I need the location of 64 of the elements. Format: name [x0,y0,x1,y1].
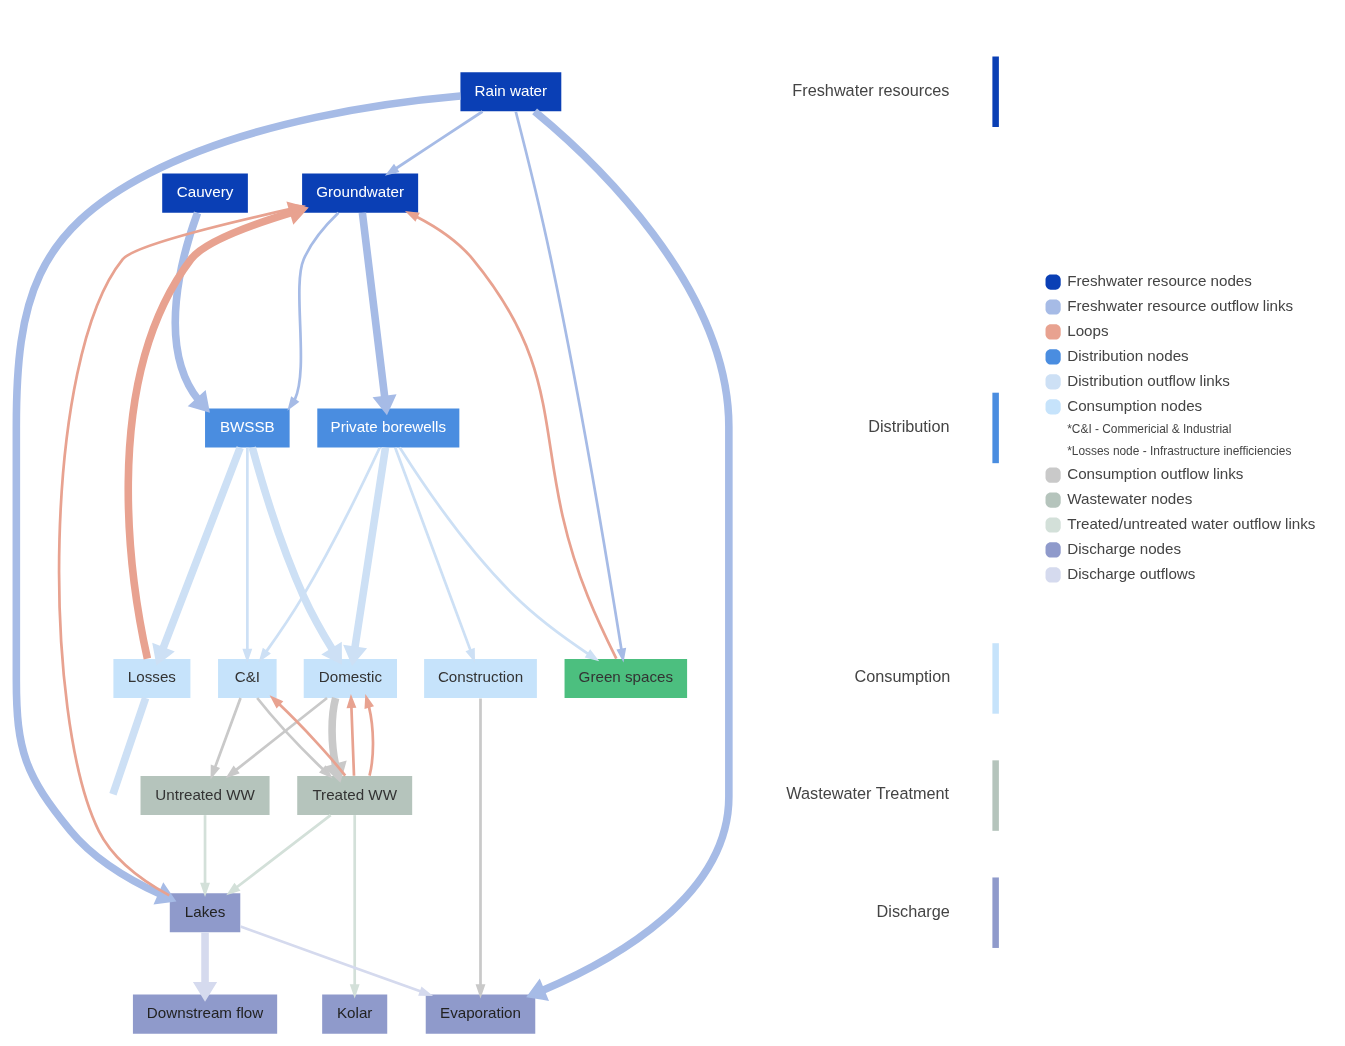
node-box: Rain water [459,72,561,112]
node-box: Kolar [321,994,387,1034]
legend-label: Consumption outflow links [1066,465,1243,483]
node-box: BWSSB [204,408,290,448]
arrow [255,697,333,779]
legend-label: Loops [1066,321,1109,339]
arrow [475,698,485,999]
node-box: C&I [217,658,277,698]
connector [108,696,149,796]
arrow [346,693,356,776]
legend-label: Discharge outflows [1066,564,1195,582]
node-box: Construction [423,658,537,698]
legend-label: Distribution nodes [1066,346,1189,364]
arrow [171,211,210,413]
arrow [398,446,599,662]
arrow [342,447,389,666]
arrow [151,446,244,666]
label: Consumption [854,667,950,686]
legend-label: Consumption nodes [1066,396,1202,414]
arrow [525,108,733,1001]
arrow [514,111,626,663]
node-box: Domestic [303,658,397,698]
arrow [393,447,475,663]
arrow [225,814,331,896]
legend-label: Discharge nodes [1066,539,1181,557]
arrow [241,447,252,663]
node-box: Untreated WW [140,776,270,816]
node-box: Losses [112,658,190,698]
arrow [210,697,242,780]
legend-label: Freshwater resource nodes [1066,272,1252,290]
arrow [239,925,433,996]
label: *Losses node - Infrastructure inefficiencies [1066,443,1291,458]
arrow [124,201,309,660]
legend-label: Wastewater nodes [1066,490,1192,508]
legend-label: Distribution outflow links [1066,371,1230,389]
arrow [199,815,210,897]
node-box: Groundwater [301,173,418,213]
node-box: Evaporation [425,994,535,1034]
arrow [384,110,483,176]
arrow [269,695,346,777]
label: Discharge [876,901,950,920]
arrow [248,446,342,665]
arrow [57,203,306,897]
legend-label: Treated/untreated water outflow links [1066,515,1315,533]
arrow [358,212,397,416]
arrow [192,932,217,1002]
node-box: Private borewells [316,408,459,448]
arrow [322,697,347,783]
label: Freshwater resources [791,80,949,99]
node-box: Treated WW [296,776,412,816]
arrow [364,694,374,776]
arrow [349,815,360,999]
node-box: Lakes [169,893,240,933]
legend-label: Freshwater resource outflow links [1066,297,1293,315]
node-box: Cauvery [161,173,248,213]
arrow [225,696,328,779]
node-box: Downstream flow [132,994,277,1034]
arrow [286,211,339,411]
node-box: Green spaces [564,658,687,698]
label: Distribution [867,416,950,435]
label: *C&I - Commericial & Industrial [1066,422,1231,437]
label: Wastewater Treatment [785,784,949,803]
arrow [404,210,618,660]
arrow [258,446,381,663]
